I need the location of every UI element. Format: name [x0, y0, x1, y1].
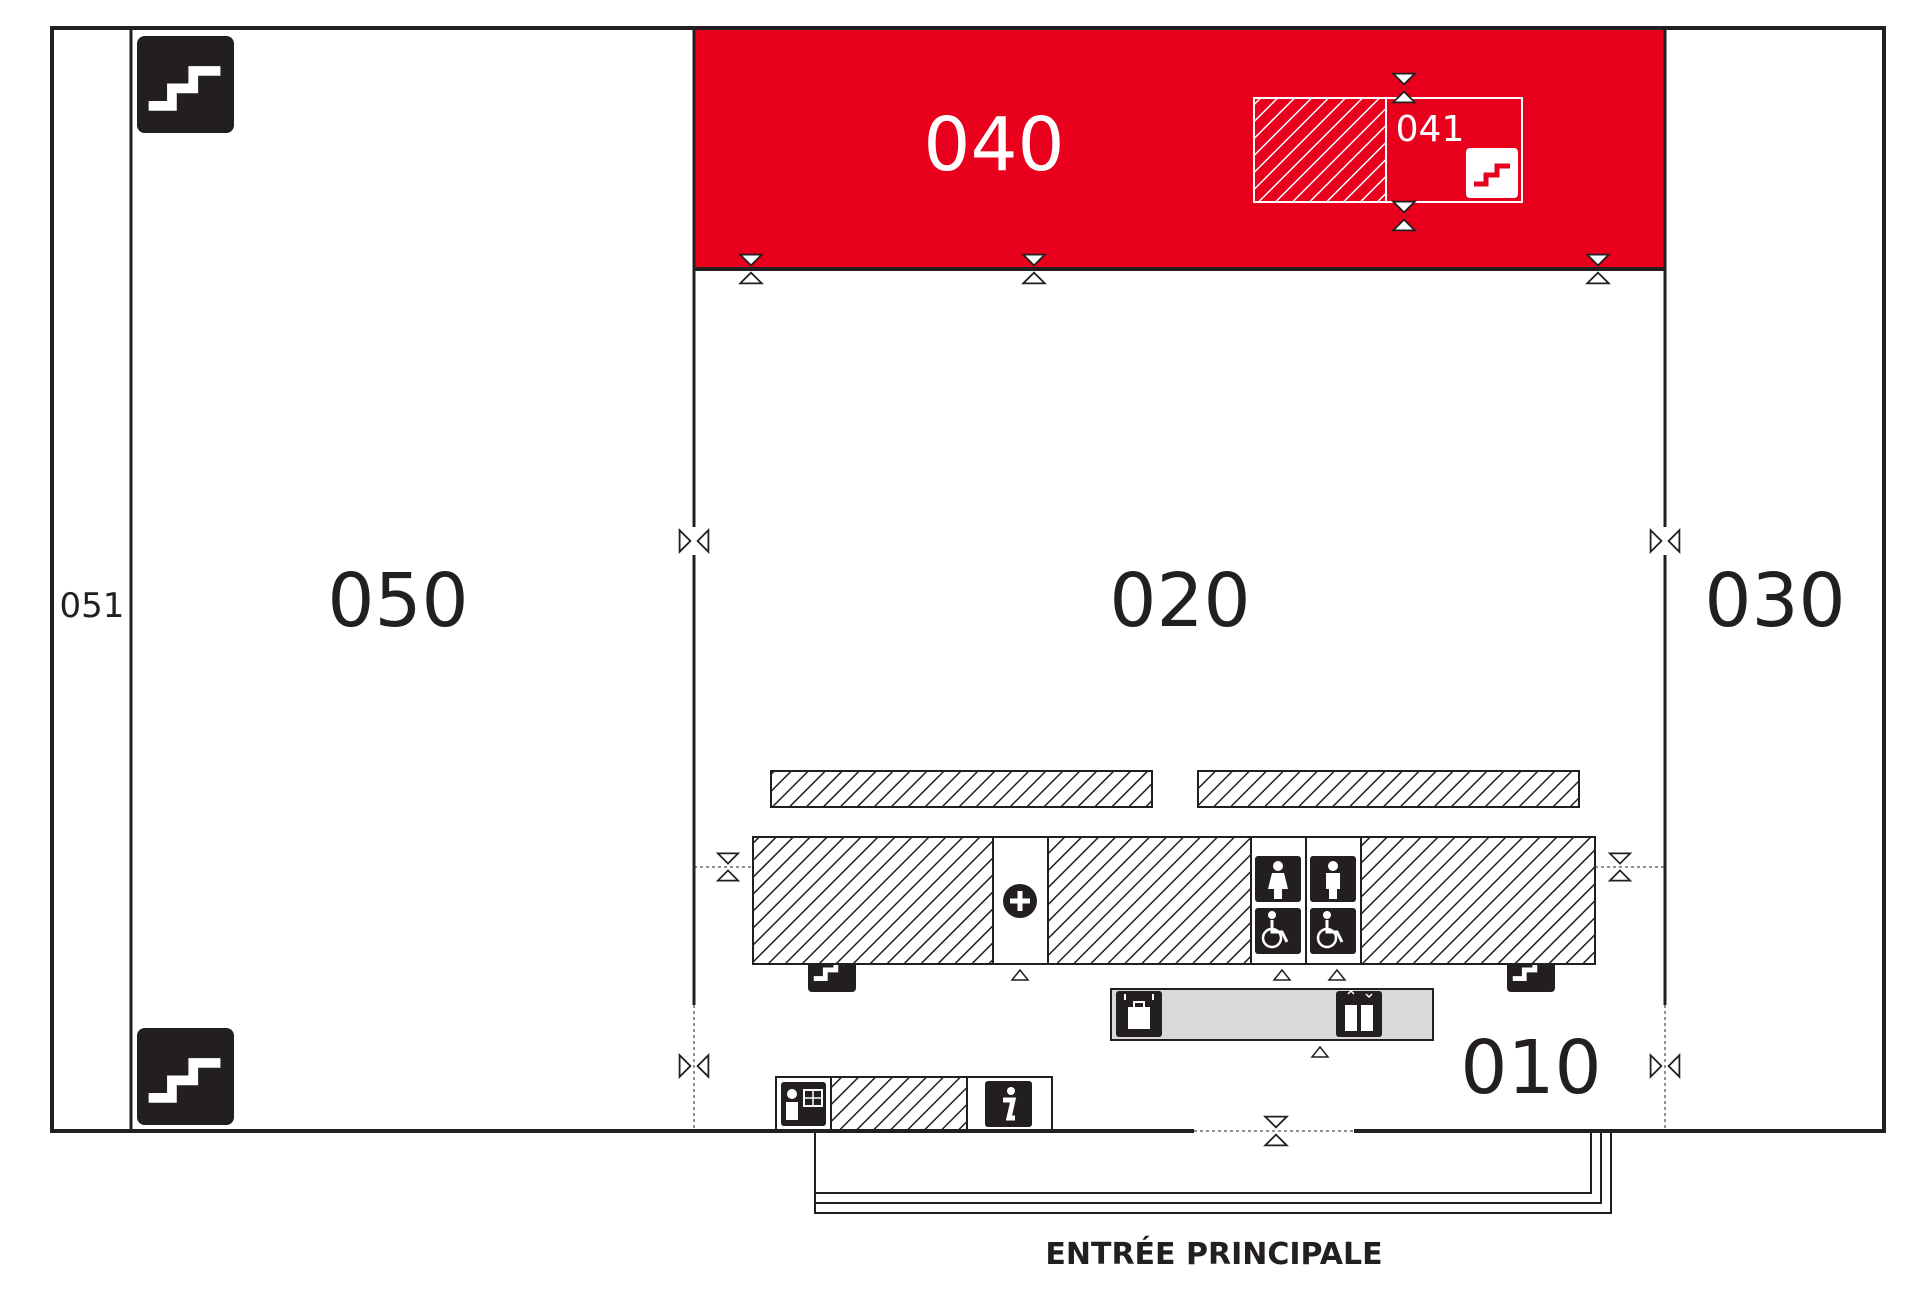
men-toilet-icon: [1310, 856, 1356, 902]
room-label-041[interactable]: 041: [1396, 109, 1465, 150]
stairs-icon[interactable]: [1466, 148, 1518, 198]
cloakroom-luggage-icon[interactable]: [1116, 991, 1162, 1037]
information-icon[interactable]: [985, 1081, 1032, 1127]
door-marker-icon: [1310, 1045, 1330, 1058]
wheelchair-access-icon: [1255, 908, 1301, 954]
hatched-block: [770, 770, 1153, 808]
stairs-icon[interactable]: [137, 1028, 234, 1125]
elevator-icon[interactable]: [1336, 989, 1382, 1037]
hatched-block: [1197, 770, 1580, 808]
room-label-020[interactable]: 020: [1109, 558, 1250, 644]
door-marker-icon: [1327, 968, 1347, 981]
entrance-label: ENTRÉE PRINCIPALE: [1045, 1236, 1382, 1272]
room-label-051: 051: [60, 586, 125, 626]
room-label-040[interactable]: 040: [923, 102, 1064, 188]
room-label-010[interactable]: 010: [1460, 1025, 1601, 1111]
room-label-050[interactable]: 050: [327, 558, 468, 644]
room-041-hatched: [1253, 97, 1387, 203]
stairs-icon[interactable]: [137, 36, 234, 133]
door-marker-icon: [678, 529, 710, 553]
door-marker-icon: [1272, 968, 1292, 981]
entrance-walkway: [814, 1131, 1612, 1214]
ticket-desk-icon[interactable]: [781, 1082, 826, 1126]
service-block: [752, 836, 1596, 965]
wheelchair-access-icon: [1310, 908, 1356, 954]
door-marker-icon: [1010, 968, 1030, 981]
women-toilet-icon: [1255, 856, 1301, 902]
first-aid-cross-icon: [1003, 884, 1037, 918]
room-label-030[interactable]: 030: [1704, 558, 1845, 644]
door-marker-icon: [1649, 529, 1681, 553]
